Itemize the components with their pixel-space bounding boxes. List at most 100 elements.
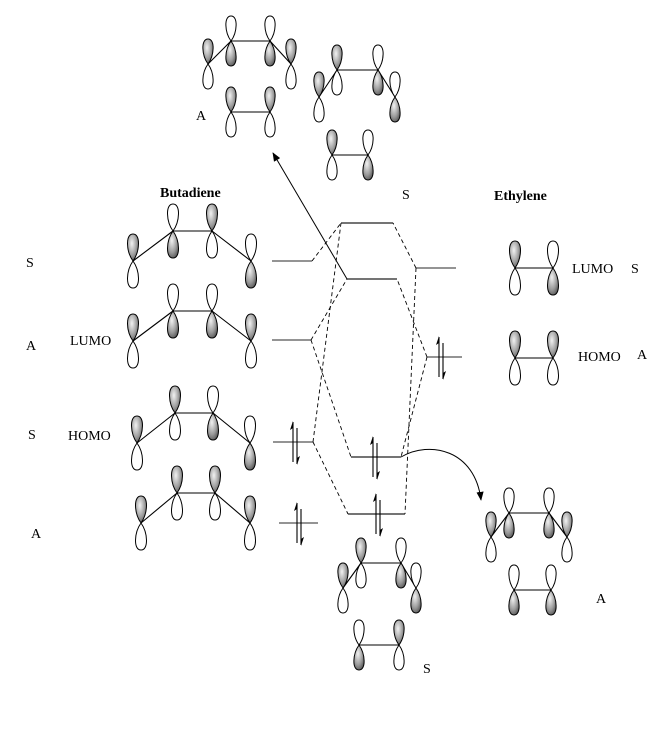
p-lobe-bottom — [206, 310, 218, 339]
correlation-lines — [310, 222, 428, 515]
butadiene-psi1-electron-pair — [294, 502, 304, 546]
bottom-center-butadiene-p2 — [355, 537, 367, 589]
p-lobe-top — [225, 15, 237, 42]
p-lobe-top — [245, 233, 257, 262]
arrow-to-bottom-right-picture — [400, 448, 484, 501]
butadiene-psi4-p4 — [245, 233, 257, 289]
top-right-butadiene-p1 — [313, 71, 325, 123]
bottom-right-butadiene-p3 — [543, 487, 555, 539]
p-lobe-bottom — [547, 357, 559, 386]
product-p1-electron-pair — [373, 493, 383, 537]
p-lobe-bottom — [395, 562, 407, 589]
p-lobe-bottom — [167, 230, 179, 259]
p-lobe-bottom — [202, 63, 214, 90]
p-lobe-top — [561, 511, 573, 538]
p-lobe-bottom — [209, 492, 221, 521]
corr-eth-homo-p2 — [400, 356, 428, 458]
p-lobe-top — [485, 511, 497, 538]
arrow-to-top-left-picture — [272, 152, 348, 280]
bottom-right-bond — [548, 512, 568, 538]
bottom-center-butadiene-p1 — [337, 562, 349, 614]
butadiene-homo-label: HOMO — [68, 429, 111, 444]
p-lobe-top — [206, 283, 218, 312]
p-lobe-top — [509, 330, 521, 359]
p-lobe-bottom — [264, 40, 276, 67]
p-lobe-top — [167, 283, 179, 312]
bottom-center-ethylene-p1 — [353, 619, 365, 671]
butadiene-psi2-symmetry: S — [28, 428, 36, 443]
sigma-bond — [132, 230, 174, 262]
ethylene-lumo-label: LUMO — [572, 262, 613, 277]
top-left-butadiene-p1 — [202, 38, 214, 90]
top-left-butadiene-p2 — [225, 15, 237, 67]
p-lobe-top — [167, 203, 179, 232]
butadiene-psi3-p3 — [206, 283, 218, 339]
corr-eth-lumo-p4 — [392, 222, 417, 269]
p-lobe-bottom — [207, 412, 219, 441]
butadiene-psi4-symmetry: S — [26, 256, 34, 271]
ethylene-pi-p2 — [547, 330, 559, 386]
p-lobe-top — [131, 415, 143, 444]
p-lobe-bottom — [503, 512, 515, 539]
p-lobe-bottom — [389, 96, 401, 123]
butadiene-psi3-p2 — [167, 283, 179, 339]
p-lobe-bottom — [245, 260, 257, 289]
ethylene-pi-p1 — [509, 330, 521, 386]
bottom-center-ethylene-p2 — [393, 619, 405, 671]
butadiene-psi1-p3 — [209, 465, 221, 521]
p-lobe-bottom — [337, 587, 349, 614]
p-lobe-top — [207, 385, 219, 414]
p-lobe-bottom — [264, 111, 276, 138]
orbital-drawings — [127, 15, 573, 671]
p-lobe-top — [337, 562, 349, 589]
corr-eth-homo-p3 — [396, 278, 428, 358]
p-lobe-top — [244, 495, 256, 524]
p-lobe-bottom — [543, 512, 555, 539]
bottom-right-ethylene-p1 — [508, 564, 520, 616]
electron-spins — [290, 336, 446, 546]
p-lobe-top — [127, 233, 139, 262]
p-lobe-top — [202, 38, 214, 65]
p-lobe-top — [547, 240, 559, 269]
butadiene-levels — [272, 260, 318, 524]
ethylene-pi_star-p1 — [509, 240, 521, 296]
p-lobe-bottom — [561, 536, 573, 563]
p-lobe-top — [353, 619, 365, 646]
butadiene-psi3-p4 — [245, 313, 257, 369]
p-lobe-top — [545, 564, 557, 591]
p-lobe-bottom — [127, 260, 139, 289]
top-left-ethylene-p2 — [264, 86, 276, 138]
p-lobe-top — [209, 465, 221, 494]
bottom-right-bond — [490, 512, 510, 538]
corr-eth-lumo-p1 — [404, 267, 417, 515]
top-right-butadiene-p2 — [331, 44, 343, 96]
p-lobe-top — [362, 129, 374, 156]
p-lobe-top — [393, 619, 405, 646]
ethylene-title: Ethylene — [494, 189, 547, 204]
top-right-ethylene-p1 — [326, 129, 338, 181]
butadiene-psi1-p4 — [244, 495, 256, 551]
p-lobe-bottom — [225, 40, 237, 67]
top-left-picture-symmetry: A — [196, 109, 207, 124]
butadiene-psi2-p2 — [169, 385, 181, 441]
p-lobe-top — [206, 203, 218, 232]
p-lobe-bottom — [171, 492, 183, 521]
butadiene-psi2-p1 — [131, 415, 143, 471]
top-left-ethylene-p1 — [225, 86, 237, 138]
sigma-bond — [211, 310, 252, 342]
p-lobe-top — [372, 44, 384, 71]
p-lobe-bottom — [393, 644, 405, 671]
sigma-bond — [136, 412, 176, 444]
top-right-ethylene-p2 — [362, 129, 374, 181]
p-lobe-top — [171, 465, 183, 494]
butadiene-psi1-symmetry: A — [31, 527, 42, 542]
butadiene-psi4-p3 — [206, 203, 218, 259]
sigma-bond — [212, 412, 251, 444]
butadiene-psi2-p4 — [244, 415, 256, 471]
p-lobe-bottom — [355, 562, 367, 589]
p-lobe-bottom — [169, 412, 181, 441]
top-right-butadiene-p4 — [389, 71, 401, 123]
p-lobe-bottom — [410, 587, 422, 614]
butadiene-psi2-electron-pair — [290, 421, 300, 465]
p-lobe-bottom — [372, 69, 384, 96]
